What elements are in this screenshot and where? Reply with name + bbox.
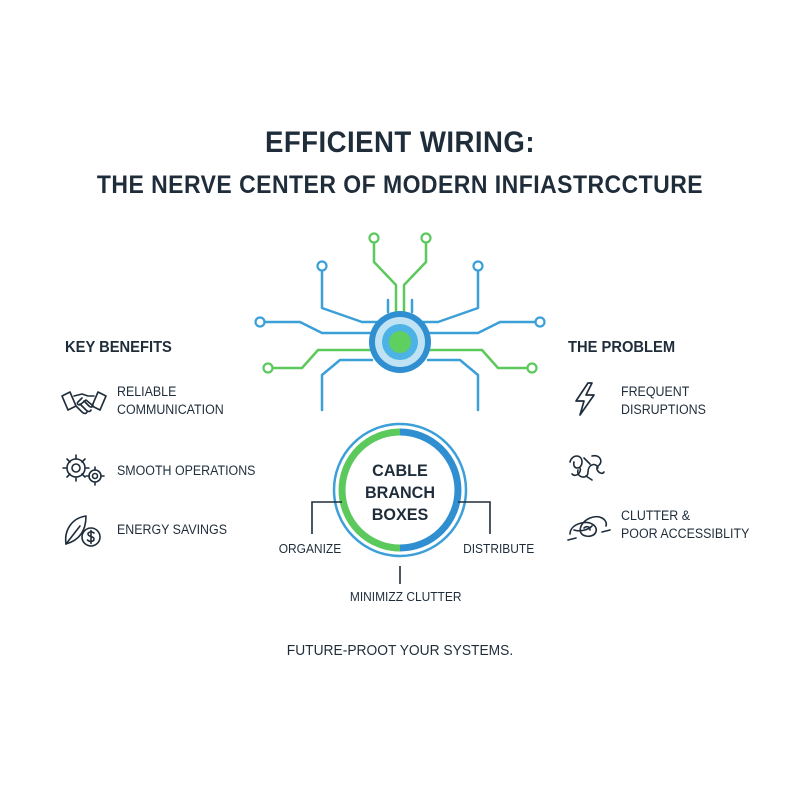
node (534, 316, 546, 328)
title-line-1: EFFICIENT WIRING: (264, 126, 535, 159)
node (472, 260, 484, 272)
trace-green-right (426, 348, 532, 370)
trace-green-top-left (372, 238, 398, 317)
trace-blue-mid-right (426, 320, 540, 335)
tangled-wires-icon (566, 450, 608, 489)
trace-nodes (254, 232, 546, 374)
problem-1-line1: FREQUENT (621, 384, 690, 399)
trace-blue-top-right (418, 266, 480, 324)
center-line-1: CABLE (372, 461, 428, 480)
trace-blue-low-right (426, 358, 480, 412)
cable-branch-ring (332, 422, 468, 558)
leaf-dollar-icon (62, 512, 104, 555)
footer-tagline: FUTURE-PROOT YOUR SYSTEMS. (286, 642, 514, 659)
handshake-icon (60, 384, 108, 427)
lightning-icon (570, 381, 600, 422)
benefit-1-line1: RELIABLE (117, 384, 177, 399)
problem-3-line2: POOR ACCESSIBLITY (621, 526, 750, 541)
trace-blue-center-top (386, 298, 414, 314)
node (526, 362, 538, 374)
flow-connectors (311, 501, 491, 584)
benefit-2-label: SMOOTH OPERATIONS (117, 463, 256, 478)
connector-distribute (458, 501, 491, 534)
benefit-1-line2: COMMUNICATION (117, 402, 224, 417)
trace-green-left (268, 348, 374, 370)
trace-blue-low-left (320, 358, 374, 412)
green-traces (268, 238, 532, 370)
node (254, 316, 266, 328)
hub-icon (369, 311, 431, 373)
node (262, 362, 274, 374)
node (420, 232, 432, 244)
node (316, 260, 328, 272)
tangled-cable-icon (566, 508, 612, 549)
center-line-2: BRANCH (364, 483, 435, 502)
node (368, 232, 380, 244)
title-line-2: THE NERVE CENTER OF MODERN INFIASTRCCTUR… (96, 171, 704, 199)
flow-distribute-label: DISTRIBUTE (463, 541, 535, 556)
blue-traces (260, 266, 540, 412)
connector-organize (311, 501, 342, 534)
trace-blue-mid-left (260, 320, 374, 335)
flow-organize-label: ORGANIZE (278, 541, 342, 556)
problem-heading: THE PROBLEM (568, 339, 676, 356)
trace-blue-top-left (320, 266, 380, 324)
gears-icon (60, 452, 106, 493)
center-line-3: BOXES (371, 505, 429, 524)
key-benefits-heading: KEY BENEFITS (65, 339, 172, 356)
flow-minimize-label: MINIMIZZ CLUTTER (349, 589, 462, 604)
benefit-3-label: ENERGY SAVINGS (117, 522, 227, 537)
problem-3-line1: CLUTTER & (621, 508, 691, 523)
trace-green-top-right (402, 238, 428, 317)
problem-1-line2: DISRUPTIONS (621, 402, 706, 417)
